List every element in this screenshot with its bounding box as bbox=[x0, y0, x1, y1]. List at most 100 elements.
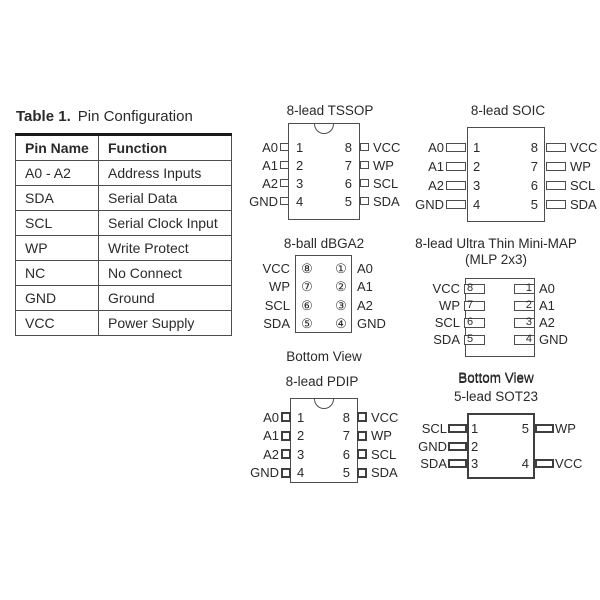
dbga2-ball-number: ⑧ bbox=[301, 260, 313, 276]
minimap-pin-label: A1 bbox=[539, 298, 555, 313]
cell-function: Ground bbox=[98, 285, 232, 311]
tssop-pin-lead-icon bbox=[280, 161, 289, 169]
dbga2-caption: Bottom View bbox=[286, 349, 362, 364]
sot23-title: 5-lead SOT23 bbox=[453, 389, 539, 404]
pdip-pin-number: 3 bbox=[297, 446, 305, 462]
soic-pin-number: 4 bbox=[473, 197, 481, 212]
sot23-pin-label: WP bbox=[555, 421, 576, 437]
dbga2-pin-label: A0 bbox=[357, 260, 373, 276]
pdip-pin-label: A0 bbox=[263, 409, 279, 425]
soic-pin-number: 1 bbox=[473, 140, 481, 155]
table-row: A0 - A2 Address Inputs bbox=[15, 160, 232, 186]
pdip-pin-lead-icon bbox=[357, 430, 367, 441]
pdip-pin-label: SCL bbox=[371, 446, 397, 462]
table-title: Table 1. Pin Configuration bbox=[16, 108, 193, 125]
tssop-pin-label: SDA bbox=[373, 193, 400, 209]
dbga2-ball-number: ⑤ bbox=[301, 316, 313, 332]
soic-title: 8-lead SOIC bbox=[470, 103, 546, 118]
dbga2-ball-number: ① bbox=[335, 260, 347, 276]
minimap-title-line2: (MLP 2x3) bbox=[464, 252, 528, 267]
pdip-pin-lead-icon bbox=[281, 430, 291, 441]
cell-pin-name: VCC bbox=[15, 310, 99, 336]
pdip-pin-number: 5 bbox=[342, 465, 350, 481]
tssop-pin-number: 5 bbox=[344, 193, 352, 209]
tssop-pin-label: VCC bbox=[373, 139, 401, 155]
minimap-caption: Bottom View bbox=[458, 370, 534, 385]
soic-pin-lead-icon bbox=[446, 143, 466, 152]
dbga2-pin-label: WP bbox=[269, 279, 290, 295]
minimap-pin-pad: 4 bbox=[514, 334, 535, 345]
dbga2-title: 8-ball dBGA2 bbox=[283, 236, 365, 251]
soic-pin-number: 3 bbox=[473, 178, 481, 193]
soic-pin-label: A0 bbox=[428, 140, 444, 155]
minimap-pin-pad: 5 bbox=[464, 334, 485, 345]
tssop-pin-lead-icon bbox=[280, 179, 289, 187]
minimap-pin-label: VCC bbox=[432, 281, 460, 296]
pdip-pin-lead-icon bbox=[281, 449, 291, 460]
pdip-pin-lead-icon bbox=[281, 412, 291, 423]
minimap-pin-pad: 8 bbox=[464, 283, 485, 294]
dbga2-ball-number: ② bbox=[335, 279, 347, 295]
soic-pin-label: SDA bbox=[570, 197, 597, 212]
minimap-pin-pad: 1 bbox=[514, 283, 535, 294]
soic-pin-lead-icon bbox=[446, 162, 466, 171]
sot23-pin-number: 3 bbox=[471, 456, 479, 472]
table-row: SCL Serial Clock Input bbox=[15, 210, 232, 236]
dbga2-ball-number: ③ bbox=[335, 297, 347, 313]
cell-function: No Connect bbox=[98, 260, 232, 286]
soic-pin-number: 5 bbox=[530, 197, 538, 212]
soic-pin-number: 2 bbox=[473, 159, 481, 174]
pdip-pin-label: WP bbox=[371, 428, 392, 444]
cell-pin-name: A0 - A2 bbox=[15, 160, 99, 186]
minimap-pin-pad: 7 bbox=[464, 300, 485, 311]
tssop-pin-number: 4 bbox=[296, 193, 304, 209]
minimap-title-line1: 8-lead Ultra Thin Mini-MAP bbox=[415, 236, 577, 251]
tssop-pin-number: 2 bbox=[296, 157, 304, 173]
tssop-pin-label: A0 bbox=[262, 139, 278, 155]
pdip-pin-number: 6 bbox=[342, 446, 350, 462]
tssop-title: 8-lead TSSOP bbox=[286, 103, 374, 118]
sot23-pin-lead-icon bbox=[535, 459, 554, 469]
sot23-pin-lead-icon bbox=[448, 459, 467, 469]
pin-configuration-table: Pin Name Function A0 - A2 Address Inputs… bbox=[15, 133, 232, 336]
table-row: WP Write Protect bbox=[15, 235, 232, 261]
pdip-pin-label: VCC bbox=[371, 409, 399, 425]
cell-pin-name: NC bbox=[15, 260, 99, 286]
sot23-pin-lead-icon bbox=[535, 424, 554, 434]
pdip-pin-number: 8 bbox=[342, 409, 350, 425]
sot23-pin-lead-icon bbox=[448, 441, 467, 451]
soic-pin-lead-icon bbox=[546, 200, 566, 209]
pdip-pin-label: A2 bbox=[263, 446, 279, 462]
minimap-pin-label: GND bbox=[539, 332, 568, 347]
pdip-pin-label: A1 bbox=[263, 428, 279, 444]
tssop-pin-label: WP bbox=[373, 157, 394, 173]
table-title-number: Table 1. bbox=[16, 108, 71, 125]
tssop-pin-lead-icon bbox=[280, 197, 289, 205]
cell-function: Serial Data bbox=[98, 185, 232, 211]
dbga2-pin-label: SCL bbox=[264, 297, 290, 313]
sot23-pin-label: GND bbox=[418, 438, 447, 454]
header-function: Function bbox=[98, 133, 232, 161]
dbga2-pin-label: A1 bbox=[357, 279, 373, 295]
soic-package-body bbox=[467, 127, 545, 222]
minimap-pin-label: SCL bbox=[434, 315, 460, 330]
cell-pin-name: SDA bbox=[15, 185, 99, 211]
minimap-pin-label: A0 bbox=[539, 281, 555, 296]
dbga2-pin-label: VCC bbox=[262, 260, 290, 276]
soic-pin-lead-icon bbox=[446, 181, 466, 190]
dbga2-pin-label: SDA bbox=[263, 316, 290, 332]
tssop-pin-lead-icon bbox=[360, 197, 369, 205]
pdip-pin-lead-icon bbox=[357, 449, 367, 460]
table-title-text: Pin Configuration bbox=[77, 108, 193, 125]
table-row: VCC Power Supply bbox=[15, 310, 232, 336]
cell-function: Serial Clock Input bbox=[98, 210, 232, 236]
soic-pin-label: SCL bbox=[570, 178, 596, 193]
pdip-pin-label: GND bbox=[250, 465, 279, 481]
soic-pin-number: 7 bbox=[530, 159, 538, 174]
tssop-pin-label: SCL bbox=[373, 175, 399, 191]
sot23-pin-label: SCL bbox=[421, 421, 447, 437]
sot23-pin-label: VCC bbox=[555, 456, 583, 472]
table-row: SDA Serial Data bbox=[15, 185, 232, 211]
cell-function: Power Supply bbox=[98, 310, 232, 336]
cell-pin-name: WP bbox=[15, 235, 99, 261]
